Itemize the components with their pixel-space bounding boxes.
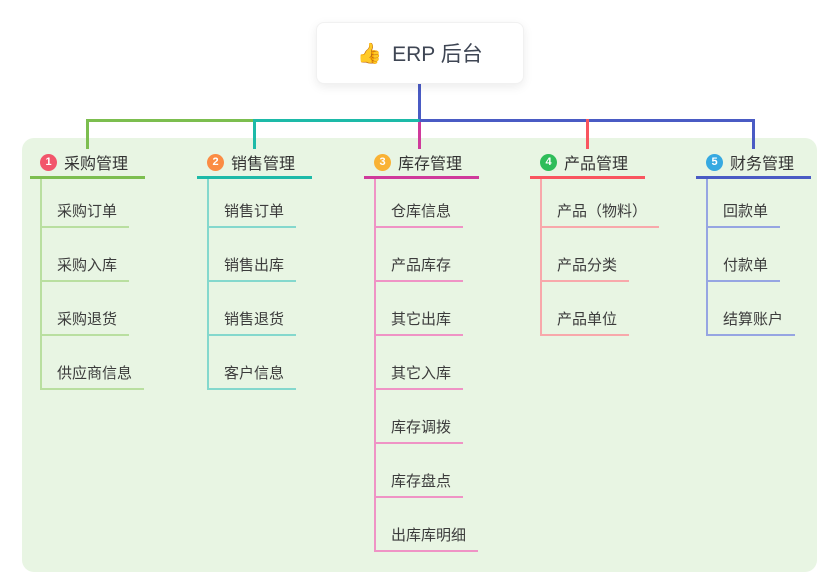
child-node[interactable]: 产品（物料） xyxy=(542,200,660,228)
root-node-label: ERP 后台 xyxy=(392,43,483,66)
child-node-slot: 出库库明细 xyxy=(376,498,479,552)
child-node[interactable]: 产品分类 xyxy=(542,254,630,282)
child-node[interactable]: 其它出库 xyxy=(376,308,464,336)
child-node-label: 其它入库 xyxy=(391,365,452,382)
child-node[interactable]: 库存盘点 xyxy=(376,470,464,498)
child-node[interactable]: 其它入库 xyxy=(376,362,464,390)
child-node-label: 库存调拨 xyxy=(391,419,452,436)
child-node-label: 客户信息 xyxy=(224,365,285,382)
branch-header-node[interactable]: 3 库存管理 xyxy=(364,148,479,179)
child-node-label: 付款单 xyxy=(723,257,769,274)
branch-number-badge: 2 xyxy=(207,153,224,171)
mindmap-background-panel xyxy=(22,138,817,572)
child-node-slot: 回款单 xyxy=(708,179,795,228)
child-node-label: 库存盘点 xyxy=(391,473,452,490)
child-node[interactable]: 客户信息 xyxy=(209,362,297,390)
child-node-label: 回款单 xyxy=(723,203,769,220)
child-node[interactable]: 结算账户 xyxy=(708,308,796,336)
child-node[interactable]: 产品单位 xyxy=(542,308,630,336)
child-node[interactable]: 采购订单 xyxy=(42,200,130,228)
branch-label: 库存管理 xyxy=(398,156,463,173)
child-node-label: 其它出库 xyxy=(391,311,452,328)
branch-label: 产品管理 xyxy=(564,156,629,173)
child-node-slot: 其它出库 xyxy=(376,282,478,336)
child-node-label: 产品（物料） xyxy=(557,203,648,220)
child-node-label: 仓库信息 xyxy=(391,203,452,220)
child-node-slot: 采购订单 xyxy=(42,179,144,228)
child-node-slot: 付款单 xyxy=(708,228,795,282)
child-node-slot: 库存盘点 xyxy=(376,444,478,498)
child-node[interactable]: 库存调拨 xyxy=(376,416,464,444)
child-node[interactable]: 销售退货 xyxy=(209,308,297,336)
child-node[interactable]: 采购退货 xyxy=(42,308,130,336)
child-node-label: 产品分类 xyxy=(557,257,618,274)
thumbs-up-icon: 👍 xyxy=(357,42,383,65)
branch-children: 采购订单 采购入库 采购退货 供应商信息 xyxy=(40,179,145,390)
branch-children: 仓库信息 产品库存 其它出库 其它入库 库存调拨 库存盘点 出库库明细 xyxy=(374,179,479,552)
child-node-slot: 供应商信息 xyxy=(42,336,145,390)
child-node[interactable]: 销售出库 xyxy=(209,254,297,282)
branch-children: 销售订单 销售出库 销售退货 客户信息 xyxy=(207,179,297,390)
child-node-slot: 采购退货 xyxy=(42,282,144,336)
child-node-slot: 产品库存 xyxy=(376,228,478,282)
root-node-erp[interactable]: 👍 ERP 后台 xyxy=(316,22,524,84)
branch: 1 采购管理 采购订单 采购入库 采购退货 供应商信息 xyxy=(30,148,145,390)
branch-number-badge: 4 xyxy=(540,153,557,171)
child-node-slot: 产品分类 xyxy=(542,228,659,282)
child-node-label: 产品单位 xyxy=(557,311,618,328)
branch-label: 采购管理 xyxy=(64,156,129,173)
child-node[interactable]: 销售订单 xyxy=(209,200,297,228)
branch-children: 回款单 付款单 结算账户 xyxy=(706,179,796,336)
branch-header-node[interactable]: 1 采购管理 xyxy=(30,148,145,179)
branch-header-node[interactable]: 2 销售管理 xyxy=(197,148,312,179)
child-node-label: 销售退货 xyxy=(224,311,285,328)
child-node-slot: 结算账户 xyxy=(708,282,796,336)
child-node-label: 供应商信息 xyxy=(57,365,133,382)
branch-label: 销售管理 xyxy=(231,156,296,173)
child-node-label: 产品库存 xyxy=(391,257,452,274)
branch-number-badge: 5 xyxy=(706,153,723,171)
child-node-slot: 库存调拨 xyxy=(376,390,478,444)
branch: 2 销售管理 销售订单 销售出库 销售退货 客户信息 xyxy=(197,148,312,390)
child-node[interactable]: 采购入库 xyxy=(42,254,130,282)
child-node[interactable]: 仓库信息 xyxy=(376,200,464,228)
child-node[interactable]: 供应商信息 xyxy=(42,362,145,390)
branch: 5 财务管理 回款单 付款单 结算账户 xyxy=(696,148,811,336)
branch: 4 产品管理 产品（物料） 产品分类 产品单位 xyxy=(530,148,660,336)
branch-number-badge: 3 xyxy=(374,153,391,171)
child-node-label: 出库库明细 xyxy=(391,527,467,544)
child-node-slot: 客户信息 xyxy=(209,336,297,390)
child-node-slot: 销售退货 xyxy=(209,282,297,336)
child-node-label: 销售订单 xyxy=(224,203,285,220)
child-node-slot: 产品（物料） xyxy=(542,179,660,228)
branch-header-node[interactable]: 4 产品管理 xyxy=(530,148,645,179)
child-node-label: 结算账户 xyxy=(723,311,784,328)
child-node[interactable]: 出库库明细 xyxy=(376,524,479,552)
branch-children: 产品（物料） 产品分类 产品单位 xyxy=(540,179,660,336)
branch-number-badge: 1 xyxy=(40,153,57,171)
child-node-label: 采购订单 xyxy=(57,203,118,220)
child-node-slot: 产品单位 xyxy=(542,282,659,336)
child-node-slot: 仓库信息 xyxy=(376,179,478,228)
child-node-slot: 销售订单 xyxy=(209,179,297,228)
child-node[interactable]: 付款单 xyxy=(708,254,781,282)
child-node-label: 采购入库 xyxy=(57,257,118,274)
child-node-label: 销售出库 xyxy=(224,257,285,274)
branch-header-node[interactable]: 5 财务管理 xyxy=(696,148,811,179)
branch: 3 库存管理 仓库信息 产品库存 其它出库 其它入库 库存调拨 库存盘点 xyxy=(364,148,479,552)
branch-label: 财务管理 xyxy=(730,156,795,173)
child-node-slot: 销售出库 xyxy=(209,228,297,282)
child-node[interactable]: 回款单 xyxy=(708,200,781,228)
child-node-label: 采购退货 xyxy=(57,311,118,328)
child-node-slot: 其它入库 xyxy=(376,336,478,390)
child-node-slot: 采购入库 xyxy=(42,228,144,282)
child-node[interactable]: 产品库存 xyxy=(376,254,464,282)
